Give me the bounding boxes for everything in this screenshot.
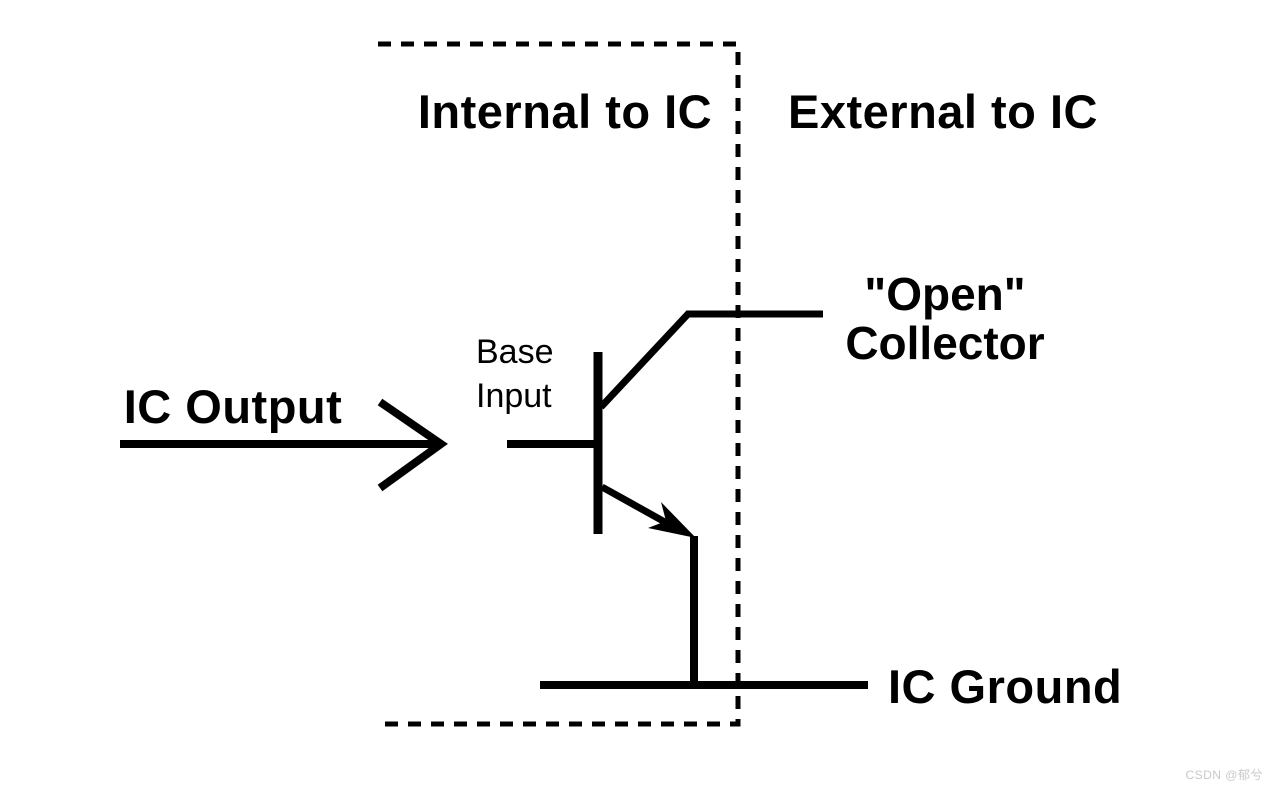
open-collector-label-line2: Collector: [845, 317, 1045, 369]
ic-ground-label: IC Ground: [888, 660, 1123, 713]
transistor-emitter-arrowhead: [648, 502, 696, 538]
base-input-label: Base Input: [476, 330, 554, 418]
npn-transistor-symbol: [507, 310, 868, 689]
base-input-label-line2: Input: [476, 377, 552, 415]
ic-output-arrow: [120, 398, 448, 492]
transistor-emitter-lead: [600, 483, 674, 530]
open-collector-label-line1: "Open": [864, 268, 1026, 320]
external-region-label: External to IC: [788, 85, 1098, 138]
transistor-collector-lead: [598, 310, 823, 410]
open-collector-label: "Open" Collector: [795, 270, 1095, 368]
ic-output-label: IC Output: [123, 380, 343, 433]
csdn-watermark: CSDN @郁兮: [1185, 768, 1263, 782]
internal-region-label: Internal to IC: [417, 85, 713, 138]
ic-boundary-dashed-outline: [378, 41, 741, 727]
ic-output-arrow-chevron: [377, 398, 448, 492]
base-input-label-line1: Base: [476, 333, 554, 371]
